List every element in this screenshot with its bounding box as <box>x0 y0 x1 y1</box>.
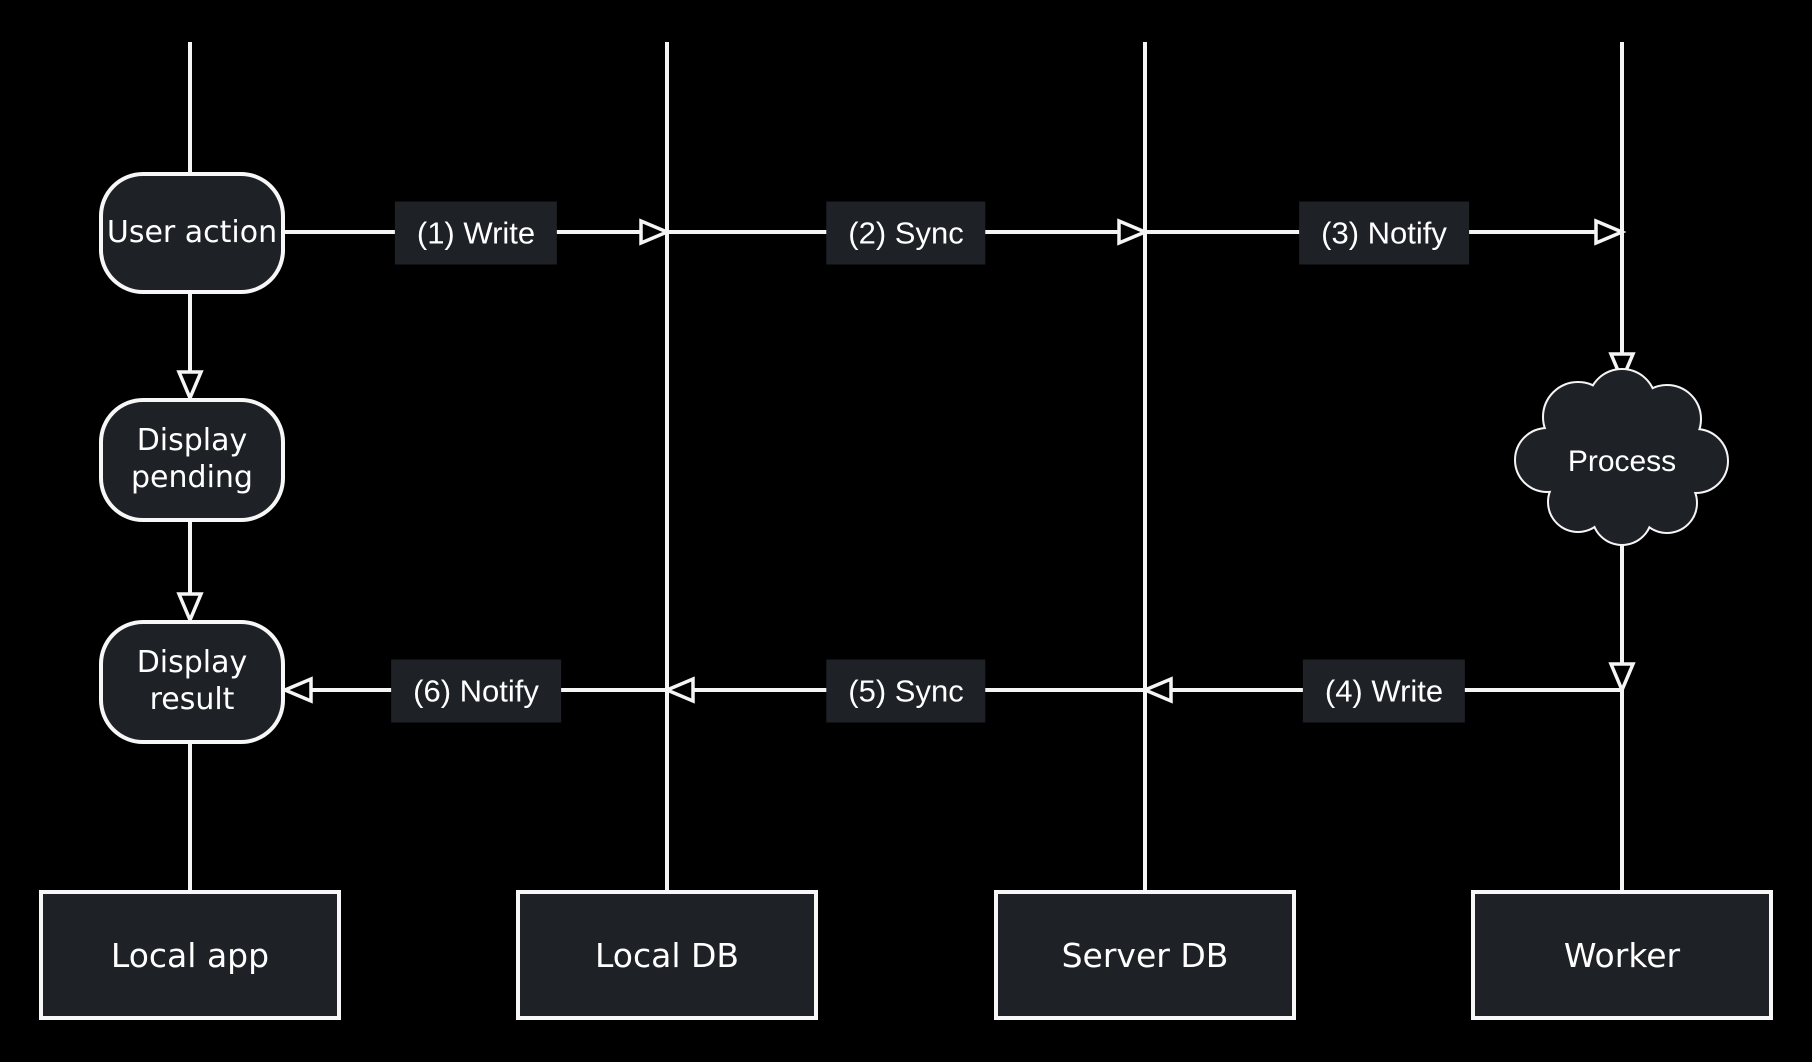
lane-box-worker: Worker <box>1471 890 1773 1020</box>
arrowhead-right-icon <box>1117 218 1150 246</box>
arrowhead-down-icon <box>176 592 204 625</box>
arrowhead-left-icon <box>662 676 695 704</box>
edge-label-2-sync: (2) Sync <box>826 201 986 265</box>
edge-label-6-notify: (6) Notify <box>391 659 561 723</box>
node-display-result: Display result <box>99 620 285 744</box>
edge-label-5-sync: (5) Sync <box>826 659 986 723</box>
process-cloud-label: Process <box>1567 445 1677 478</box>
edge-label-4-write: (4) Write <box>1302 659 1466 723</box>
arrowhead-down-icon <box>176 370 204 403</box>
edge-label-1-write: (1) Write <box>394 201 558 265</box>
node-display-pending: Display pending <box>99 398 285 522</box>
process-cloud <box>1514 368 1729 546</box>
arrowhead-right-icon <box>1594 218 1627 246</box>
edge-label-3-notify: (3) Notify <box>1299 201 1469 265</box>
lane-box-local-app: Local app <box>39 890 341 1020</box>
arrowhead-down-icon <box>1608 352 1636 385</box>
lane-box-server-db: Server DB <box>994 890 1296 1020</box>
arrowhead-left-icon <box>280 676 313 704</box>
lane-box-local-db: Local DB <box>516 890 818 1020</box>
arrowhead-down-icon <box>1608 662 1636 695</box>
node-user-action: User action <box>99 172 285 294</box>
arrowhead-right-icon <box>639 218 672 246</box>
arrowhead-left-icon <box>1140 676 1173 704</box>
